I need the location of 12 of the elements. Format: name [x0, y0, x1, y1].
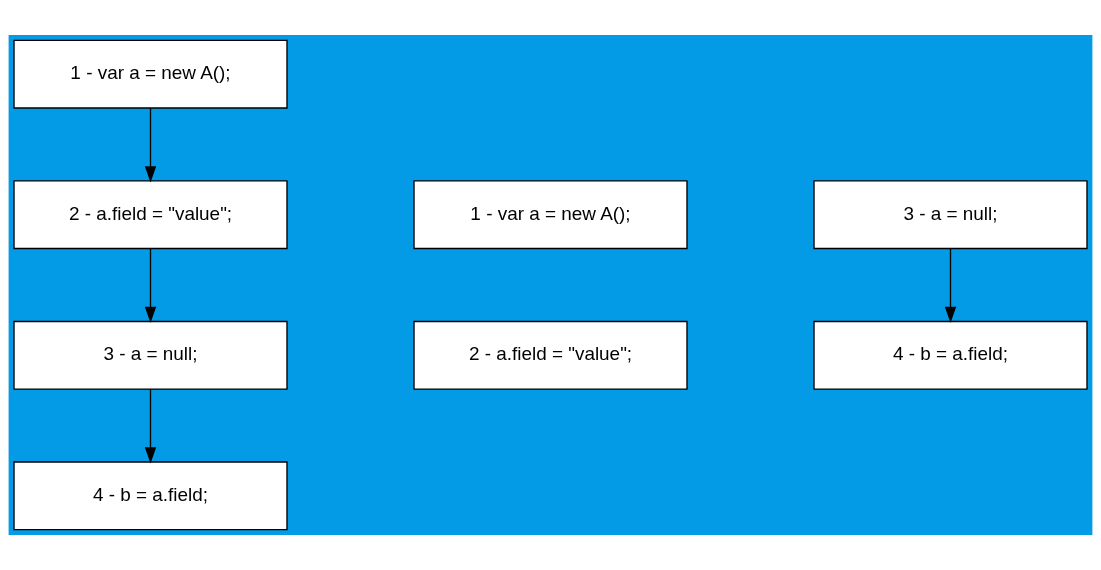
node-box: 3 - a = null; — [813, 180, 1088, 250]
node-box: 1 - var a = new A(); — [13, 39, 288, 109]
arrow — [944, 248, 957, 324]
node-box: 1 - var a = new A(); — [413, 180, 688, 250]
node-box: 2 - a.field = "value"; — [413, 320, 688, 390]
node-box: 2 - a.field = "value"; — [13, 180, 288, 250]
node-box: 4 - b = a.field; — [13, 461, 288, 531]
arrow — [144, 107, 157, 183]
node-box: 4 - b = a.field; — [813, 320, 1088, 390]
node-box: 3 - a = null; — [13, 320, 288, 390]
arrow — [144, 248, 157, 324]
arrow — [144, 388, 157, 464]
